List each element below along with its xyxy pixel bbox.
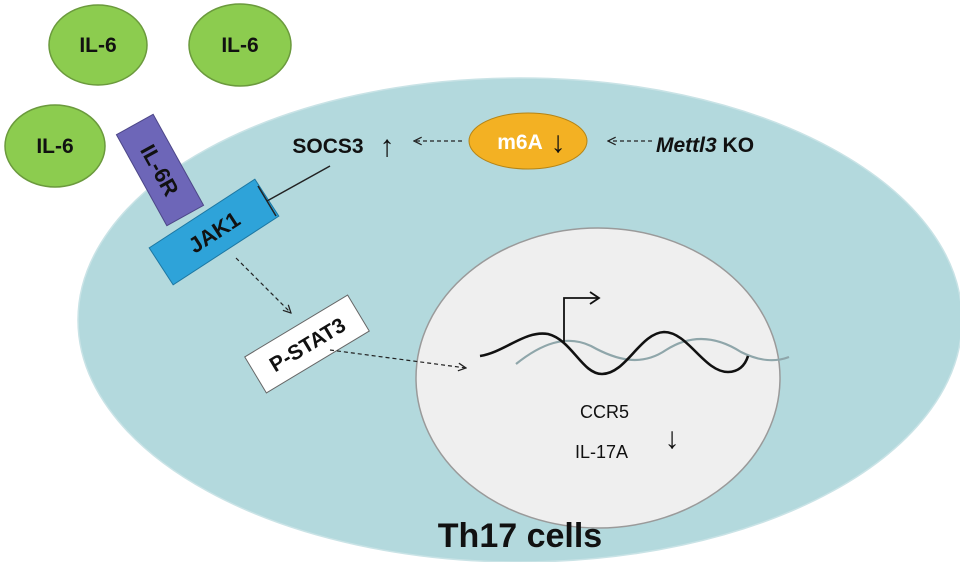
- il6-ligand-3: IL-6: [4, 104, 106, 188]
- transcription-start-arrow: [563, 297, 598, 342]
- nucleus: [415, 227, 781, 529]
- mettl3-ko-label: Mettl3 KO: [656, 134, 754, 157]
- arrow-pstat3-to-dna: [329, 349, 466, 368]
- ccr5-label: CCR5: [580, 402, 629, 422]
- svg-text:IL-6: IL-6: [221, 34, 258, 57]
- m6a-down-arrow: ↓: [551, 126, 566, 159]
- svg-text:IL-6: IL-6: [79, 34, 116, 57]
- svg-text:IL-6: IL-6: [36, 135, 73, 158]
- cell-label: Th17 cells: [438, 517, 602, 555]
- target-genes-down-arrow: ↓: [665, 422, 680, 455]
- socs3-inhibition-line: [266, 165, 331, 202]
- il6-ligand-1: IL-6: [48, 4, 148, 86]
- il6-receptor: IL-6R: [115, 113, 205, 227]
- transcription-start-arrowhead: [589, 291, 601, 305]
- il17a-label: IL-17A: [575, 442, 628, 462]
- dna-strand-black: [479, 330, 750, 376]
- m6a-oval: m6A ↓: [468, 112, 588, 170]
- il6-ligand-2: IL-6: [188, 3, 292, 87]
- dna-strand-grey: [515, 337, 790, 365]
- socs3-label: SOCS3: [292, 135, 363, 158]
- arrow-jak1-to-pstat3: [235, 257, 291, 313]
- svg-text:m6A: m6A: [497, 131, 543, 154]
- socs3-inhibition-bar: [257, 185, 277, 217]
- socs3-up-arrow: ↑: [380, 130, 395, 163]
